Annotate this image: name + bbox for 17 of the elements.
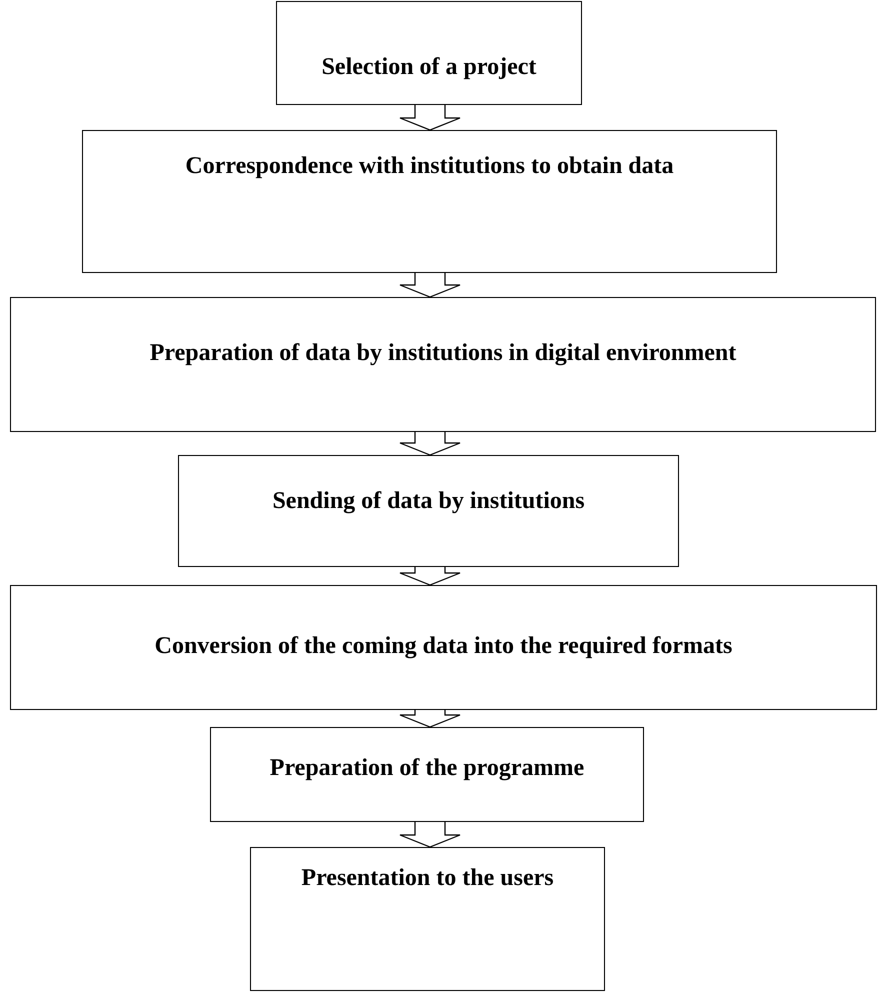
block-arrow xyxy=(399,102,461,131)
process-box xyxy=(10,585,877,710)
step-label: Presentation to the users xyxy=(300,864,555,893)
block-arrow xyxy=(399,819,461,848)
step-label: Selection of a project xyxy=(320,53,538,82)
process-box xyxy=(82,130,777,273)
step-label: Preparation of data by institutions in digital environment xyxy=(148,339,738,368)
step-label: Correspondence with institutions to obtain data xyxy=(184,152,675,181)
process-box xyxy=(10,297,876,432)
step-label: Preparation of the programme xyxy=(268,754,586,783)
process-box xyxy=(210,727,644,822)
step-label: Conversion of the coming data into the required formats xyxy=(154,632,734,661)
block-arrow xyxy=(399,270,461,298)
step-label: Sending of data by institutions xyxy=(271,487,586,516)
process-box xyxy=(178,455,679,567)
process-box xyxy=(276,1,582,105)
process-box xyxy=(250,847,605,991)
